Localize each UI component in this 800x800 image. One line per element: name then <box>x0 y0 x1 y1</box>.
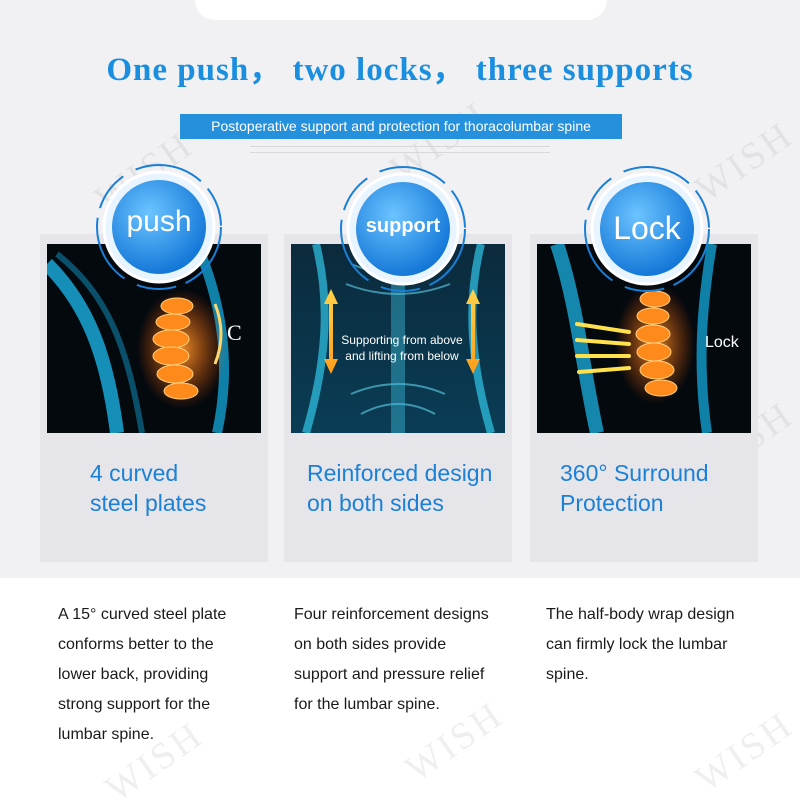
desc-line: Four reinforcement designs <box>294 606 489 623</box>
headline: One push， two locks， three supports <box>106 52 694 88</box>
card-title-line: 4 curved <box>90 460 179 486</box>
desc-support: Four reinforcement designs on both sides… <box>294 600 519 720</box>
card-title-line: 360° Surround <box>560 460 709 486</box>
faint-divider-lines <box>250 146 550 156</box>
support-label-line: Supporting from above <box>341 333 463 347</box>
lock-label: Lock <box>705 334 739 351</box>
desc-line: lower back, providing <box>58 666 209 683</box>
top-tab-shape <box>195 0 607 20</box>
support-label: Supporting from above and lifting from b… <box>337 332 467 364</box>
card-title-line: steel plates <box>90 490 207 516</box>
desc-line: lumbar spine. <box>58 726 155 743</box>
desc-line: strong support for the <box>58 696 211 713</box>
desc-lock: The half-body wrap design can firmly loc… <box>546 600 776 690</box>
support-badge-label: support <box>365 215 441 237</box>
card-title-line: Protection <box>560 490 664 516</box>
desc-line: on both sides provide <box>294 636 447 653</box>
desc-line: conforms better to the <box>58 636 214 653</box>
subtitle-banner: Postoperative support and protection for… <box>180 114 622 139</box>
lock-badge-label: Lock <box>613 210 681 246</box>
desc-line: support and pressure relief <box>294 666 485 683</box>
lock-badge <box>580 162 714 296</box>
card-title: 4 curved steel plates <box>90 458 270 518</box>
watermark: WISH <box>687 703 800 800</box>
desc-push: A 15° curved steel plate conforms better… <box>58 600 268 750</box>
card-title-line: on both sides <box>307 490 444 516</box>
desc-line: can firmly lock the lumbar <box>546 636 728 653</box>
card-title: 360° Surround Protection <box>560 458 755 518</box>
desc-line: spine. <box>546 666 589 683</box>
curve-label: C <box>227 320 242 345</box>
card-title-line: Reinforced design <box>307 460 493 486</box>
support-badge <box>336 162 470 296</box>
desc-line: The half-body wrap design <box>546 606 735 623</box>
push-badge <box>92 160 226 294</box>
card-title: Reinforced design on both sides <box>307 458 507 518</box>
desc-line: A 15° curved steel plate <box>58 606 227 623</box>
desc-line: for the lumbar spine. <box>294 696 440 713</box>
support-label-line: and lifting from below <box>345 349 459 363</box>
push-badge-label: push <box>126 205 192 238</box>
